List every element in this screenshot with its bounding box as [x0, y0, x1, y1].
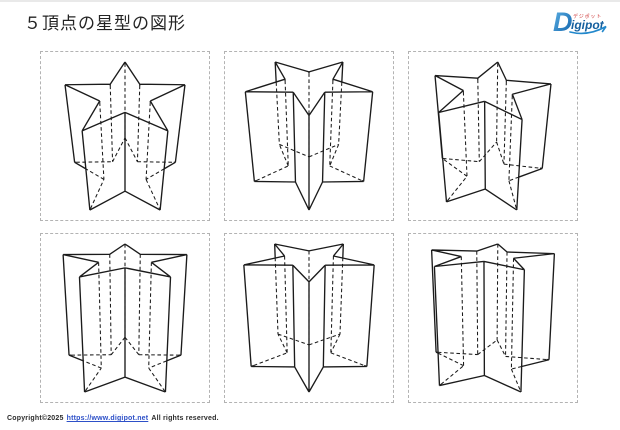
- copyright-prefix: Copyright©2025: [7, 415, 64, 422]
- star-prism-figure-6: [430, 243, 556, 393]
- hidden-edges: [76, 63, 174, 209]
- logo-kana-text: デジポット: [573, 13, 602, 20]
- hidden-edges: [437, 243, 547, 392]
- star-prism-figure-4: [62, 243, 188, 393]
- figure-panel-5: [224, 233, 394, 403]
- visible-edges: [434, 61, 552, 211]
- visible-edges: [62, 243, 188, 393]
- logo-initial-letter: D: [553, 7, 573, 37]
- digipot-link[interactable]: https://www.digipot.net: [66, 415, 149, 422]
- star-prism-figure-3: [434, 61, 552, 211]
- logo-name-text: igipot: [571, 18, 605, 32]
- star-prism-figure-5: [243, 243, 375, 393]
- star-prism-figure-2: [244, 61, 374, 211]
- figure-panel-6: [408, 233, 578, 403]
- hidden-edges: [442, 63, 541, 209]
- visible-edges: [430, 243, 556, 393]
- visible-edges: [244, 61, 374, 211]
- digipot-logo[interactable]: D デジポット igipot: [552, 5, 610, 37]
- copyright-suffix: All rights reserved.: [151, 415, 219, 422]
- star-prism-figure-1: [64, 61, 186, 211]
- page-title: ５頂点の星型の図形: [24, 14, 186, 33]
- figure-panel-4: [40, 233, 210, 403]
- hidden-edges: [256, 73, 362, 182]
- logo-swoosh: [569, 25, 607, 35]
- figure-panel-3: [408, 51, 578, 221]
- figure-panel-2: [224, 51, 394, 221]
- slide-top-edge: [0, 0, 620, 2]
- visible-edges: [64, 61, 186, 211]
- figure-panel-1: [40, 51, 210, 221]
- visible-edges: [243, 243, 375, 393]
